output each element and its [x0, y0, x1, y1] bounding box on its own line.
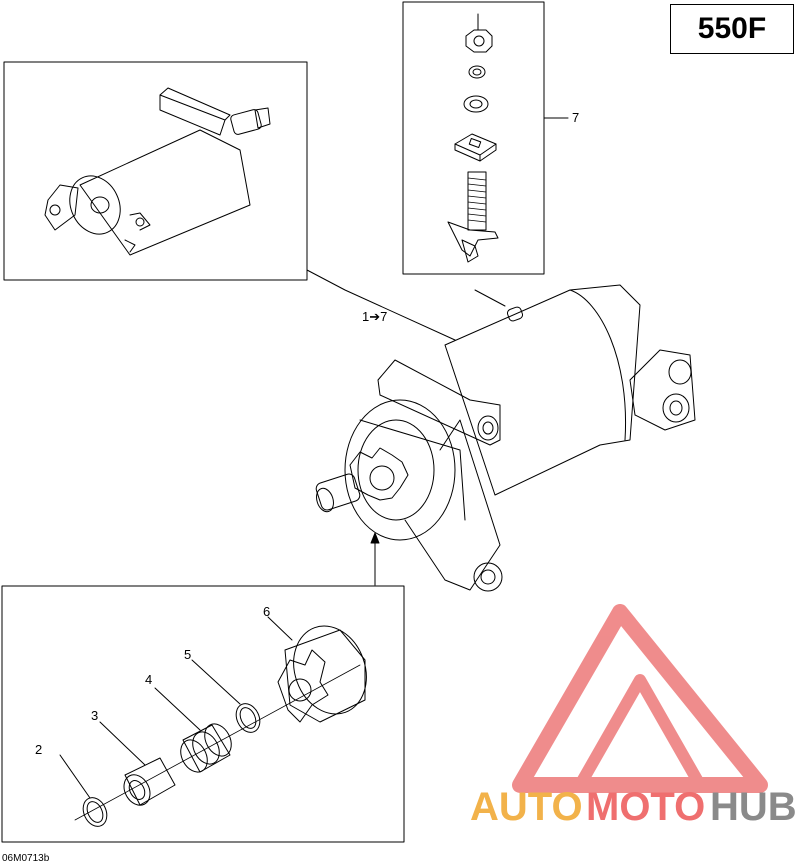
starter-overview-drawing — [44, 87, 271, 256]
callout-1-7: 1➔7 — [362, 309, 387, 324]
model-label-box: 550F — [670, 4, 794, 54]
watermark-text: AUTO MOTO HUB — [470, 785, 797, 829]
model-label: 550F — [697, 12, 767, 45]
starter-main-drawing — [306, 269, 696, 592]
drive-parts-drawing — [59, 616, 367, 827]
hardware-kit-drawing — [447, 13, 569, 263]
inset-hardware-kit — [402, 1, 545, 275]
callout-5: 5 — [184, 647, 191, 662]
callout-6: 6 — [263, 604, 270, 619]
inset-starter-overview — [3, 61, 308, 281]
callout-7: 7 — [572, 110, 579, 125]
callout-3: 3 — [91, 708, 98, 723]
callout-4: 4 — [145, 672, 152, 687]
callout-2: 2 — [35, 742, 42, 757]
watermark-moto: MOTO — [586, 785, 705, 829]
inset-drive-parts — [1, 585, 405, 843]
watermark-logo-icon — [512, 604, 768, 793]
diagram-code: 06M0713b — [2, 853, 50, 864]
watermark-auto: AUTO — [470, 785, 583, 829]
watermark-hub: HUB — [710, 785, 797, 829]
circlip-part — [82, 797, 108, 827]
